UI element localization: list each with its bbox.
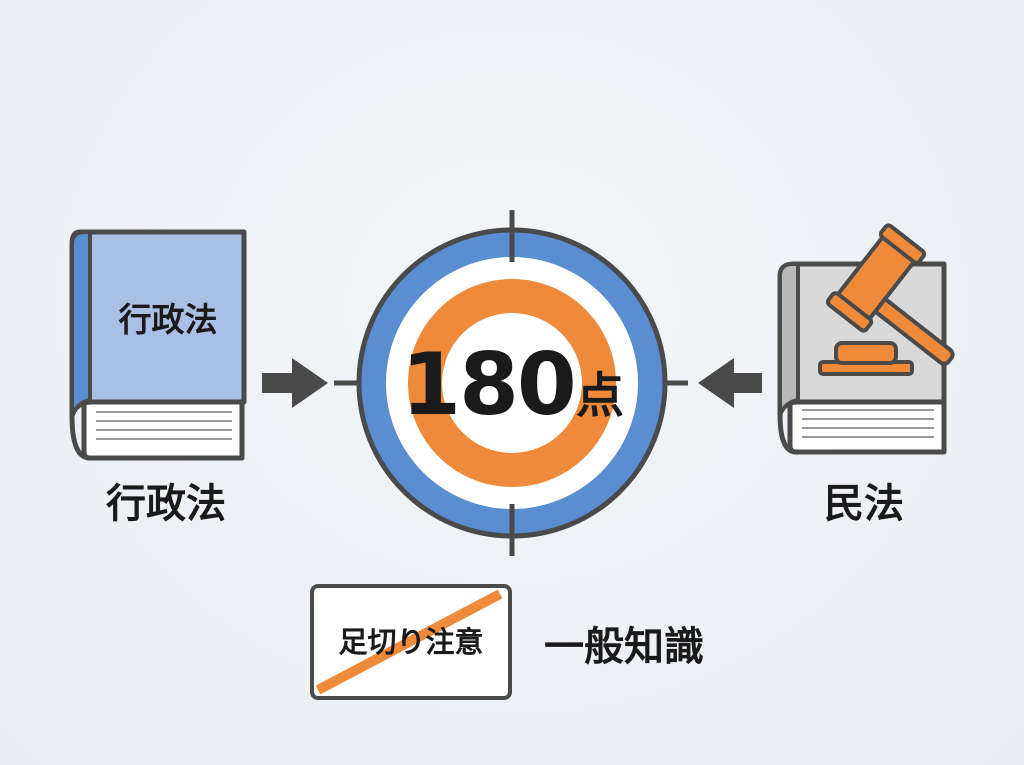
arrow-right-icon: [262, 358, 328, 408]
arrow-left-icon: [698, 358, 762, 408]
general-knowledge-label: 一般知識: [544, 624, 704, 670]
gavel-icon: [818, 223, 955, 376]
right-book-caption: 民法: [824, 481, 904, 527]
score-number: 180: [401, 335, 575, 435]
cutoff-text: 足切り注意: [338, 625, 483, 659]
score-unit: 点: [576, 368, 624, 424]
book-icon: [69, 229, 247, 461]
left-book-cover-text: 行政法: [118, 300, 218, 339]
left-book-caption: 行政法: [106, 481, 226, 527]
target-icon: [334, 210, 688, 556]
law-book-icon: [777, 261, 947, 455]
cutoff-box: [310, 584, 512, 700]
